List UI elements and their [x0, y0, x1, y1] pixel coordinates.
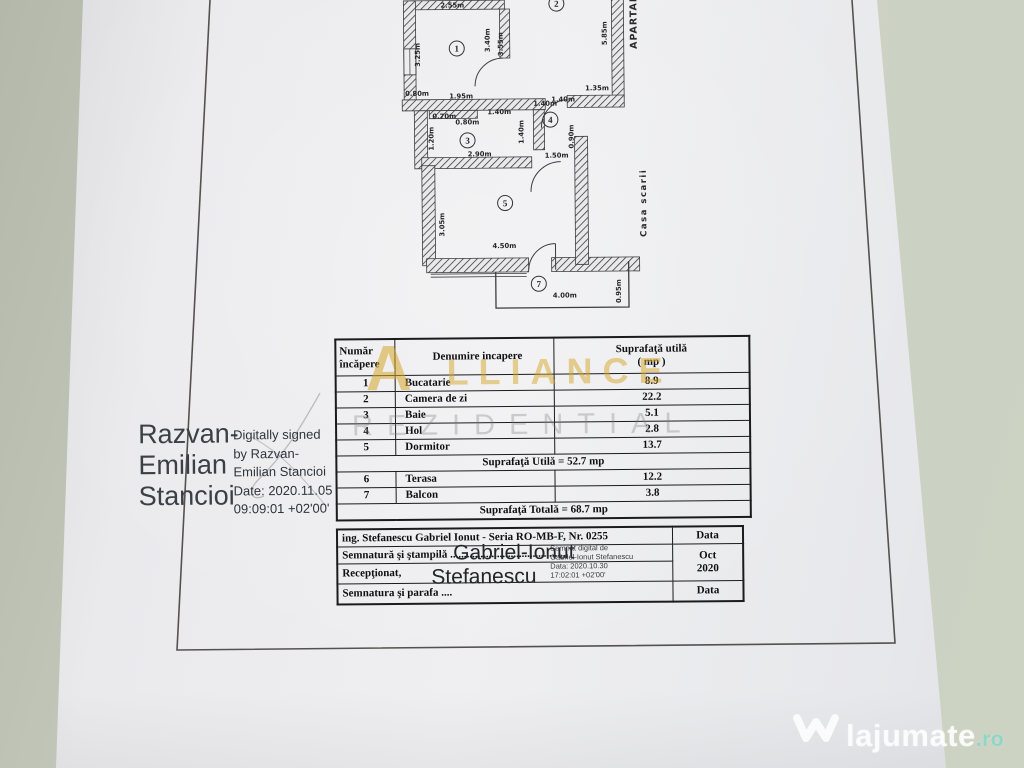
- dim-label: 0.95m: [615, 279, 623, 303]
- header-numar-line2: încăpere: [339, 357, 380, 371]
- room-nr: 3: [335, 407, 396, 425]
- dim-label: 0.90m: [567, 125, 575, 149]
- room-nr: 6: [336, 471, 397, 489]
- dim-label: 1.40m: [517, 120, 525, 144]
- floor-plan: 1 2 3 4 5 7 2.55m 3.25m 3.40m 3.55m 5.85…: [401, 0, 650, 309]
- digital-signature-stamp: Semnat digital de Gabriel-Ionut Stefanes…: [550, 543, 660, 580]
- room-area: 13.7: [554, 436, 751, 455]
- dim-label: 0.70m: [432, 112, 456, 120]
- dim-label: 3.05m: [438, 213, 446, 237]
- window-symbol: [403, 48, 417, 76]
- door-arcs: [474, 57, 568, 270]
- dim-label: 0.80m: [455, 118, 479, 126]
- signer-name-line: Razvan-: [137, 418, 239, 450]
- room-name: Bucatarie: [395, 374, 555, 392]
- dim-label: 3.55m: [497, 32, 505, 56]
- room-name: Terasa: [395, 470, 556, 488]
- dim-label: 1.40m: [533, 100, 557, 108]
- room-number: 5: [503, 198, 508, 208]
- parafa-row: Semnatura şi parafa .... Data: [337, 580, 744, 605]
- dim-label: 1.50m: [545, 151, 569, 159]
- room-nr: 5: [336, 439, 396, 457]
- room-number: 2: [554, 0, 559, 9]
- dim-label: 3.25m: [414, 43, 422, 67]
- data-cell: Data: [672, 525, 744, 545]
- header-suprafata-line2: ( mp ): [637, 355, 666, 368]
- room-name: Balcon: [396, 486, 556, 504]
- dim-label: 1.35m: [585, 84, 609, 92]
- dim-label: 1.20m: [427, 127, 435, 151]
- room-area: 8.9: [554, 372, 750, 391]
- total-row: Suprafaţă Totală = 68.7 mp: [336, 500, 751, 521]
- dim-label: 1.95m: [449, 92, 473, 100]
- parafa-label: Semnatura şi parafa: [342, 586, 439, 600]
- total-label: Suprafaţă Totală = 68.7 mp: [336, 500, 751, 521]
- room-nr: 2: [335, 391, 396, 409]
- site-name: lajumate: [846, 718, 976, 753]
- dim-label: 5.85m: [601, 21, 609, 45]
- date-year: 2020: [696, 562, 719, 575]
- table-header-row: Număr încăpere Denumire incapere Suprafa…: [335, 335, 750, 377]
- certificate-details-line: by Razvan-: [233, 445, 300, 461]
- room-number: 7: [537, 279, 542, 289]
- room-area: 12.2: [554, 468, 751, 487]
- areas-table: Număr încăpere Denumire incapere Suprafa…: [334, 334, 752, 522]
- certificate-details-line: Date: 2020.11.05: [233, 482, 333, 498]
- header-denumire: Denumire incapere: [394, 337, 555, 376]
- date-month: Oct: [699, 549, 717, 562]
- date-cell: Oct 2020: [672, 543, 744, 582]
- lajumate-logo-icon: [793, 714, 839, 742]
- stairwell-label: Casa scarii: [639, 169, 650, 237]
- dim-label: 1.40m: [487, 108, 511, 116]
- room-area: 5.1: [554, 404, 751, 423]
- dim-label: 2.90m: [468, 150, 492, 158]
- dim-label: 3.40m: [484, 28, 492, 52]
- dim-label: 1.40m: [551, 95, 575, 103]
- lajumate-watermark: lajumate.ro: [792, 710, 1004, 754]
- certificate-signer-name: Razvan- Emilian Stancioi: [138, 418, 239, 512]
- header-numar-line1: Număr: [339, 345, 374, 358]
- room-name: Hol: [395, 422, 555, 440]
- signer-name-line: Stancioi: [138, 480, 235, 512]
- room-area: 2.8: [554, 420, 751, 439]
- walls: [401, 0, 641, 274]
- dim-label: 4.00m: [553, 291, 577, 299]
- room-area: 3.8: [555, 484, 751, 503]
- certificate-details-line: Digitally signed: [233, 426, 321, 443]
- balcony-outline: [430, 260, 630, 309]
- stamp-label: Semnatură şi ştampilă: [342, 548, 448, 562]
- dim-label: 2.55m: [440, 1, 464, 9]
- room-number: 3: [465, 136, 470, 146]
- room-numbers: 1 2 3 4 5 7: [448, 0, 565, 292]
- room-name: Baie: [395, 406, 555, 424]
- room-number: 4: [548, 115, 553, 125]
- certificate-details: Digitally signed by Razvan- Emilian Stan…: [233, 426, 333, 519]
- room-number: 1: [454, 44, 459, 54]
- certificate-details-line: 09:09:01 +02'00': [233, 500, 330, 517]
- header-numar: Număr încăpere: [335, 339, 396, 377]
- apartment-vertical-title: APARTAM: [628, 0, 639, 49]
- stamp-line: 17:02:01 +02'00': [550, 570, 606, 580]
- data-cell: Data: [672, 580, 744, 602]
- dim-label: 4.50m: [492, 242, 516, 250]
- dimension-labels: 2.55m 3.25m 3.40m 3.55m 5.85m 0.80m 1.95…: [405, 1, 623, 303]
- room-area: 22.2: [554, 388, 750, 407]
- header-suprafata: Suprafaţă utilă ( mp ): [553, 335, 750, 375]
- room-name: Dormitor: [395, 438, 555, 456]
- dim-label: 0.80m: [405, 90, 429, 98]
- room-nr: 4: [336, 423, 396, 441]
- certificate-details-line: Emilian Stancioi: [233, 463, 327, 480]
- signer-name-line: Emilian: [138, 449, 228, 481]
- signature-block: ing. Stefanescu Gabriel Ionut - Seria RO…: [335, 524, 745, 606]
- room-nr: 7: [336, 487, 397, 505]
- room-name: Camera de zi: [395, 390, 555, 408]
- room-nr: 1: [335, 375, 396, 393]
- digital-signature-lastname: Stefanescu: [431, 564, 537, 589]
- site-tld: .ro: [975, 728, 1005, 751]
